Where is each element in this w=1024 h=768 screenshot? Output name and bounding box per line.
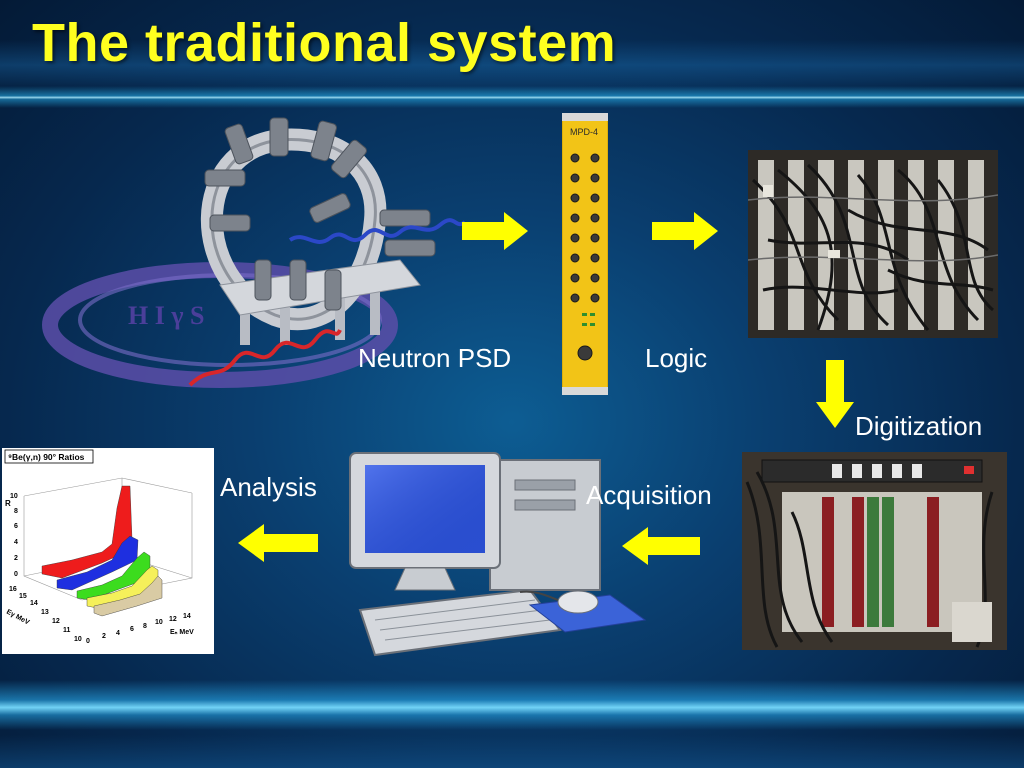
label-logic: Logic: [645, 343, 708, 373]
plot-title: ⁹Be(γ,n) 90° Ratios: [8, 452, 85, 462]
red-histogram: [41, 485, 133, 579]
blue-beam-wave: [288, 218, 467, 244]
arrow-right-2: [652, 212, 718, 250]
eg-tick: 16: [9, 586, 17, 593]
y-tick: 4: [14, 539, 18, 546]
y-tick: 10: [10, 493, 18, 500]
eg-tick: 15: [19, 593, 27, 600]
footer-light-band: [0, 680, 1024, 730]
slide-title: The traditional system: [32, 13, 617, 73]
en-tick: 4: [116, 630, 120, 637]
arrow-right-1: [462, 212, 528, 250]
y-tick: 0: [14, 571, 18, 578]
mpd4-module-image: MPD-4: [562, 113, 608, 395]
y-tick: 8: [14, 508, 18, 515]
logic-crate-photo: [748, 150, 998, 338]
en-tick: 10: [155, 619, 163, 626]
label-neutron-psd: Neutron PSD: [358, 343, 512, 373]
logo-text: H I γ S: [128, 301, 204, 330]
mouse: [557, 590, 599, 614]
computer-tower: [489, 459, 601, 591]
arrow-down: [816, 360, 854, 428]
header-light-band: [0, 86, 1024, 108]
en-tick: 8: [143, 623, 147, 630]
en-tick: 12: [169, 616, 177, 623]
en-tick: 2: [102, 633, 106, 640]
en-tick: 0: [86, 638, 90, 645]
keyboard: [358, 588, 562, 657]
red-beam-wave: [188, 328, 342, 387]
en-tick: 14: [183, 613, 191, 620]
eg-tick: 14: [30, 600, 38, 607]
ratio-plot: ⁹Be(γ,n) 90° Ratios R 0 2 4 6 8 10 0 2 4…: [2, 448, 214, 654]
en-tick: 6: [130, 626, 134, 633]
label-digitization: Digitization: [855, 411, 983, 441]
tan-histogram: [93, 575, 163, 617]
arrow-left-1: [622, 527, 700, 565]
y-tick: 6: [14, 523, 18, 530]
footer-glow: [0, 735, 1024, 768]
y-axis-label: R: [5, 499, 11, 508]
eg-tick: 11: [63, 627, 71, 634]
computer-illustration: [349, 452, 647, 657]
eg-tick: 12: [52, 618, 60, 625]
label-acquisition: Acquisition: [586, 480, 712, 510]
y-tick: 2: [14, 555, 18, 562]
module-label: MPD-4: [570, 127, 598, 137]
eg-tick: 10: [74, 636, 82, 643]
arrow-left-2: [238, 524, 318, 562]
label-analysis: Analysis: [220, 472, 317, 502]
acquisition-crate-photo: [742, 452, 1007, 650]
eg-tick: 13: [41, 609, 49, 616]
detector-array-image: H I γ S: [42, 117, 467, 388]
blue-histogram: [56, 535, 139, 591]
green-histogram: [76, 551, 151, 601]
en-axis-label: Eₙ MeV: [170, 629, 194, 636]
module-connectors: [570, 153, 600, 361]
